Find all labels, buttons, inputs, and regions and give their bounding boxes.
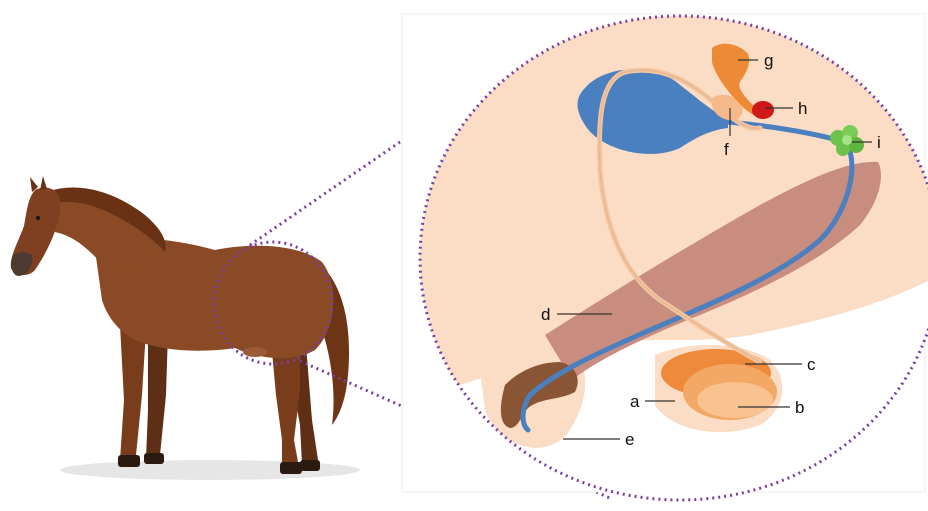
label-e: e bbox=[625, 430, 634, 449]
horse-ear-right bbox=[40, 176, 47, 190]
prostate bbox=[752, 101, 774, 119]
horse-front-leg-near bbox=[120, 325, 146, 460]
label-b: b bbox=[795, 398, 804, 417]
testis-highlight bbox=[697, 382, 773, 418]
label-c: c bbox=[807, 355, 816, 374]
label-f: f bbox=[724, 140, 729, 159]
horse-sheath bbox=[243, 347, 267, 357]
label-i: i bbox=[877, 133, 881, 152]
horse-front-leg-far bbox=[146, 330, 168, 458]
label-g: g bbox=[764, 51, 773, 70]
horse-illustration bbox=[11, 176, 360, 480]
label-a: a bbox=[630, 392, 640, 411]
label-h: h bbox=[798, 99, 807, 118]
horse-eye bbox=[36, 216, 40, 220]
label-d: d bbox=[541, 305, 550, 324]
